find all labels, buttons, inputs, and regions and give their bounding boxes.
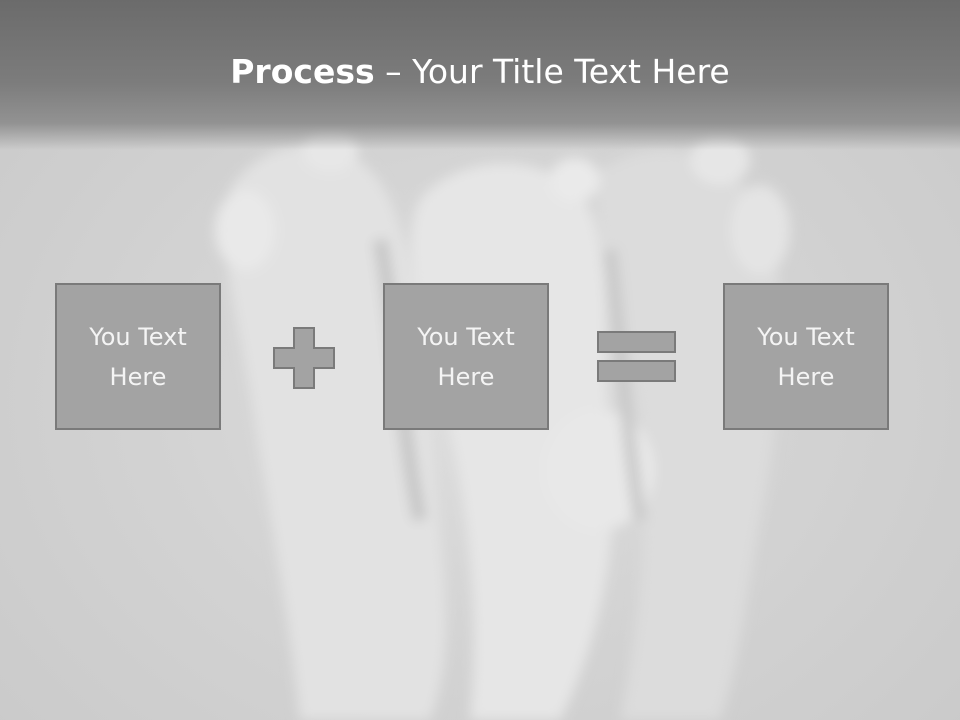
title-bold: Process xyxy=(230,52,375,91)
process-box-1-text: You Text Here xyxy=(89,322,187,391)
process-box-2[interactable]: You Text Here xyxy=(383,283,549,430)
process-box-3[interactable]: You Text Here xyxy=(723,283,889,430)
title-bar: Process – Your Title Text Here xyxy=(0,0,960,150)
equals-icon xyxy=(597,331,676,382)
plus-icon xyxy=(273,327,335,389)
process-box-1[interactable]: You Text Here xyxy=(55,283,221,430)
slide-title: Process – Your Title Text Here xyxy=(0,52,960,91)
process-box-2-text: You Text Here xyxy=(417,322,515,391)
process-box-3-text: You Text Here xyxy=(757,322,855,391)
title-rest: – Your Title Text Here xyxy=(374,52,730,91)
